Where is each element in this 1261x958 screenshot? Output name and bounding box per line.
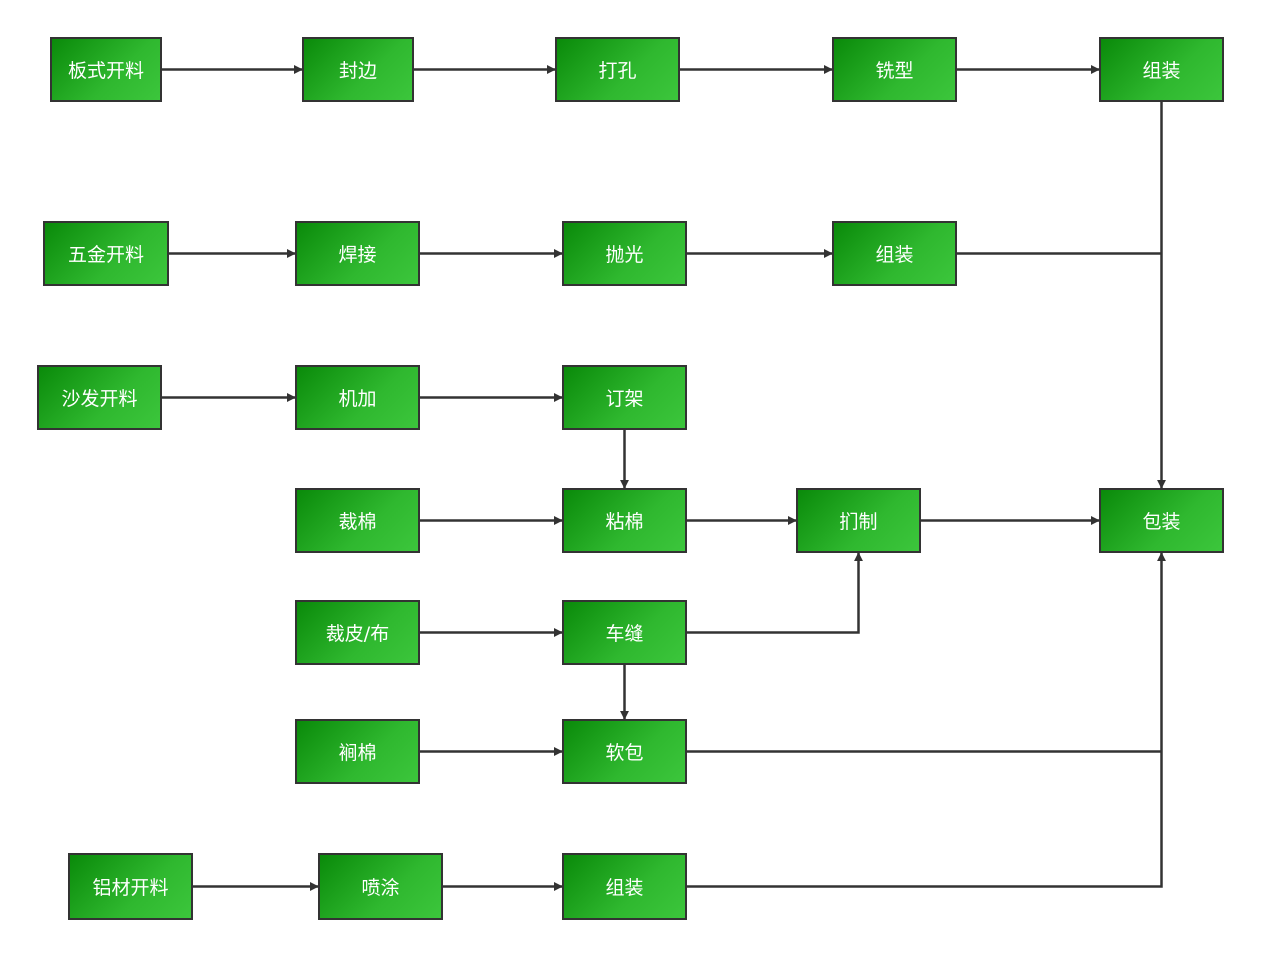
node-frame: 订架	[562, 365, 687, 430]
node-package: 包装	[1099, 488, 1224, 553]
node-trim-foam: 裥棉	[295, 719, 420, 784]
node-glue-foam: 粘棉	[562, 488, 687, 553]
node-sofa-cut: 沙发开料	[37, 365, 162, 430]
node-alu-cut: 铝材开料	[68, 853, 193, 920]
node-machining: 机加	[295, 365, 420, 430]
node-edge-band: 封边	[302, 37, 414, 102]
node-assemble-1: 组装	[1099, 37, 1224, 102]
node-spray: 喷涂	[318, 853, 443, 920]
node-assemble-3: 组装	[562, 853, 687, 920]
node-upholster: 扪制	[796, 488, 921, 553]
edge-sewing-to-upholster	[687, 552, 863, 634]
node-mill: 铣型	[832, 37, 957, 102]
node-hardware-cut: 五金开料	[43, 221, 169, 286]
node-drill: 打孔	[555, 37, 680, 102]
node-panel-cut: 板式开料	[50, 37, 162, 102]
node-weld: 焊接	[295, 221, 420, 286]
node-soft-pack: 软包	[562, 719, 687, 784]
node-sewing: 车缝	[562, 600, 687, 665]
node-assemble-2: 组装	[832, 221, 957, 286]
node-polish: 抛光	[562, 221, 687, 286]
node-cut-foam: 裁棉	[295, 488, 420, 553]
node-cut-leather: 裁皮/布	[295, 600, 420, 665]
edge-assemble-3-to-package	[687, 552, 1166, 888]
